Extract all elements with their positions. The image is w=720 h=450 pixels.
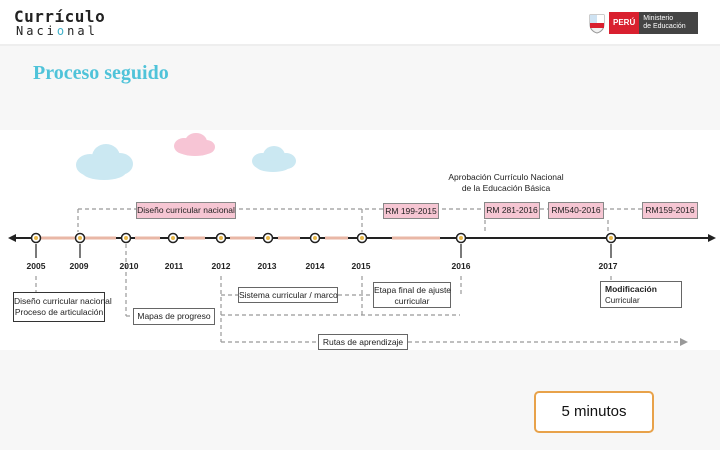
ministry-logo: PERÚ Ministerio de Educación (588, 10, 698, 36)
top-bar: Currículo Nacional PERÚ Ministerio de Ed… (0, 0, 720, 46)
year-label: 2013 (257, 261, 277, 271)
rm-540-2016-box: RM540-2016 (548, 202, 604, 219)
modificacion-curricular-box: Modificación Curricular (600, 281, 682, 308)
rutas-aprendizaje-box: Rutas de aprendizaje (318, 334, 408, 350)
cloud-icon (252, 146, 296, 172)
year-label: 2015 (351, 261, 371, 271)
rm-281-2016-box: RM 281-2016 (484, 202, 540, 219)
timeline-graphics (8, 133, 716, 346)
year-label: 2009 (69, 261, 89, 271)
peru-label: PERÚ (609, 12, 640, 34)
year-label: 2012 (211, 261, 231, 271)
cloud-icon (174, 133, 215, 156)
year-label: 2010 (119, 261, 139, 271)
timeline-diagram: Diseño curricular nacional Aprobación Cu… (0, 130, 720, 350)
ministry-label: Ministerio de Educación (639, 12, 698, 34)
year-label: 2017 (598, 261, 618, 271)
year-label: 2016 (451, 261, 471, 271)
peru-shield-icon (589, 14, 605, 34)
year-label: 2014 (305, 261, 325, 271)
year-label: 2011 (164, 261, 184, 271)
year-label: 2005 (26, 261, 46, 271)
page-title: Proceso seguido (33, 62, 169, 84)
cloud-icon (76, 144, 133, 180)
etapa-final-box: Etapa final de ajuste curricular (373, 282, 451, 308)
timer-box: 5 minutos (534, 391, 654, 433)
aprobacion-label: Aprobación Currículo Nacional de la Educ… (448, 172, 564, 193)
sistema-curricular-box: Sistema curricular / marco (238, 287, 338, 303)
dcn-articulacion-box: Diseño curricular nacional Proceso de ar… (13, 292, 112, 322)
diseno-curricular-box: Diseño curricular nacional (136, 202, 236, 219)
rm-159-2016-box: RM159-2016 (642, 202, 698, 219)
rm-199-2015-box: RM 199-2015 (383, 203, 439, 219)
logo-curriculo: Currículo (14, 7, 106, 26)
mapas-progreso-box: Mapas de progreso (133, 308, 215, 325)
logo-nacional: Nacional (16, 24, 98, 38)
